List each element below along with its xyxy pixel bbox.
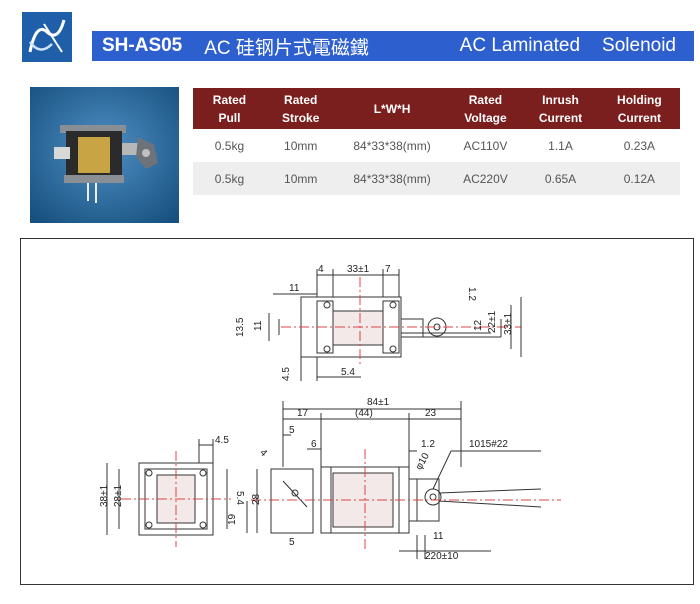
cell-rated-stroke: 10mm — [265, 129, 336, 162]
dim-84: 84±1 — [367, 397, 390, 408]
dim-6: 6 — [311, 439, 317, 450]
cell-rated-voltage: AC220V — [448, 162, 523, 195]
dim-5: 5 — [289, 425, 295, 436]
dim-28-end: 28±1 — [113, 484, 124, 507]
dim-wire: 1015#22 — [469, 439, 508, 450]
dim-7: 7 — [385, 264, 391, 275]
dim-5-4: 5.4 — [341, 367, 355, 378]
cell-lwh: 84*33*38(mm) — [335, 162, 449, 195]
dim-12: 12 — [473, 319, 484, 331]
table-row: 0.5kg 10mm 84*33*38(mm) AC220V 0.65A 0.1… — [193, 162, 680, 195]
title-english-solenoid: Solenoid — [602, 35, 676, 56]
dim-23: 23 — [425, 408, 437, 419]
dim-4: 4 — [318, 264, 324, 275]
dim-1-2: 1.2 — [466, 287, 477, 301]
cell-rated-pull: 0.5kg — [193, 162, 266, 195]
dim-11-side: 11 — [433, 531, 444, 542]
end-view — [106, 439, 231, 547]
top-view — [268, 269, 522, 381]
dim-4-side: 4 — [257, 447, 269, 459]
cell-holding-current: 0.12A — [598, 162, 680, 195]
title-english-laminated: AC Laminated — [459, 35, 581, 56]
dim-13-5: 13.5 — [235, 317, 246, 337]
cell-inrush-current: 0.65A — [522, 162, 599, 195]
side-view — [246, 401, 561, 559]
top-view-dimensions: 4 33±1 7 11 1.2 13.5 11 12 22±1 33±1 4.5… — [235, 264, 514, 381]
title-chinese: AC 硅钢片式電磁鐵 — [204, 37, 369, 59]
title-bar: SH-AS05 AC 硅钢片式電磁鐵 AC Laminated Solenoid — [92, 31, 694, 61]
dim-22: 22±1 — [487, 310, 498, 333]
cell-holding-current: 0.23A — [598, 129, 680, 162]
dim-5-4-end: 5.4 — [234, 491, 245, 505]
company-logo — [22, 12, 72, 62]
product-photo — [30, 87, 179, 223]
dim-phi-10: φ10 — [414, 451, 433, 472]
dim-4-5: 4.5 — [281, 367, 292, 381]
dim-19: 19 — [227, 513, 238, 525]
dim-28-side: 28 — [251, 493, 262, 505]
technical-drawing: 4 33±1 7 11 1.2 13.5 11 12 22±1 33±1 4.5… — [20, 238, 694, 585]
header-lwh: L*W*H — [335, 88, 449, 129]
dim-1-2-side: 1.2 — [421, 439, 435, 450]
dim-11: 11 — [289, 283, 300, 294]
cell-rated-pull: 0.5kg — [193, 129, 266, 162]
model-code: SH-AS05 — [102, 35, 183, 56]
dim-33: 33±1 — [347, 264, 370, 275]
cell-rated-stroke: 10mm — [265, 162, 336, 195]
cell-lwh: 84*33*38(mm) — [335, 129, 449, 162]
dim-38: 38±1 — [99, 484, 110, 507]
dim-17: 17 — [297, 408, 309, 419]
end-view-dimensions: 4.5 38±1 28±1 5.4 — [99, 435, 245, 507]
cell-inrush-current: 1.1A — [522, 129, 599, 162]
dim-5-bottom: 5 — [289, 537, 295, 548]
table-row: 0.5kg 10mm 84*33*38(mm) AC110V 1.1A 0.23… — [193, 129, 680, 162]
dim-44: (44) — [355, 408, 373, 419]
cell-rated-voltage: AC110V — [448, 129, 523, 162]
dim-33-right: 33±1 — [503, 312, 514, 335]
dim-4-5-end: 4.5 — [215, 435, 229, 446]
dim-11b: 11 — [253, 320, 264, 331]
dim-220: 220±10 — [425, 551, 459, 562]
